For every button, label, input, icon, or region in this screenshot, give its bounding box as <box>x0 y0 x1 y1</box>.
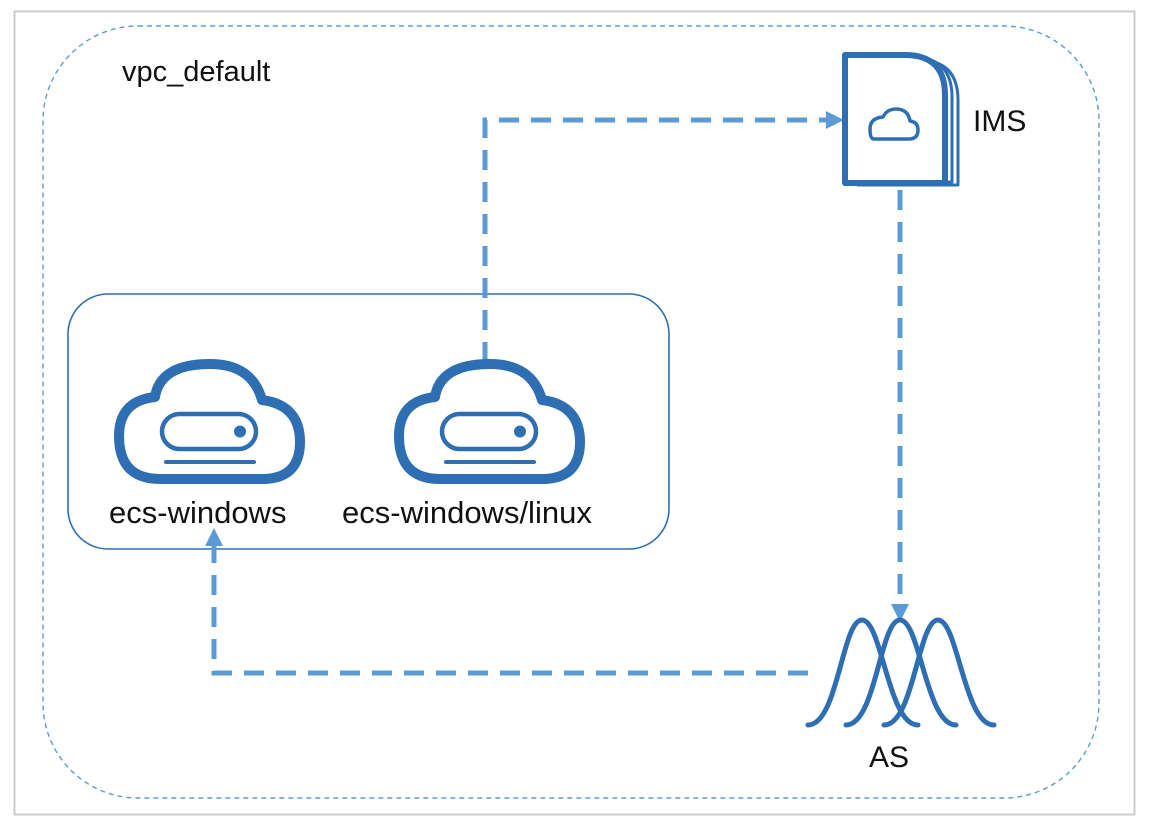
connector-ecs-to-ims <box>482 111 844 362</box>
ecs-windows-label: ecs-windows <box>109 495 287 530</box>
vpc-label: vpc_default <box>122 56 271 88</box>
ims-icon <box>842 52 960 187</box>
ecs-group-box <box>67 293 670 550</box>
cloud-server-icon <box>114 359 305 484</box>
vpc-boundary <box>42 25 1100 799</box>
connector-as-to-ecs <box>205 528 808 676</box>
ecs-windows-linux-label: ecs-windows/linux <box>342 495 592 530</box>
as-label: AS <box>869 741 910 774</box>
ims-label: IMS <box>973 105 1027 138</box>
connector-ims-to-as <box>891 190 909 622</box>
auto-scaling-icon <box>805 617 997 728</box>
cloud-server-icon <box>394 359 585 484</box>
